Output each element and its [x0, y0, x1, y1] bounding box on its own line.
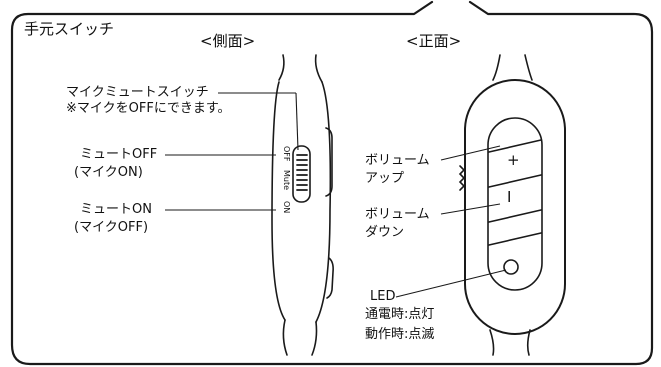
vol-up-label: ボリューム [365, 153, 430, 168]
mute-switch-label: マイクミュートスイッチ [66, 85, 209, 100]
leader-mute-switch-drop [295, 92, 299, 151]
side-cable-top [278, 54, 323, 83]
mute-off-sublabel: (マイクON) [74, 165, 143, 180]
minus-mark: I [507, 188, 512, 206]
side-view-device [271, 54, 334, 356]
divider-1 [488, 139, 542, 153]
divider-3 [488, 209, 542, 223]
divider-2 [488, 174, 542, 188]
side-body-outline [271, 81, 332, 323]
front-body [464, 79, 566, 335]
side-ridges [458, 165, 466, 191]
mute-on-sublabel: (マイクOFF) [74, 220, 149, 235]
vol-up-sublabel: アップ [365, 171, 405, 186]
side-leader-lines [165, 92, 299, 211]
leader-vol-up [440, 145, 501, 161]
mute-switch-note: ※マイクをOFFにできます。 [66, 101, 231, 116]
front-button-strip [487, 117, 543, 291]
front-view-device [458, 54, 566, 356]
vol-down-sublabel: ダウン [365, 225, 405, 240]
front-leader-lines [395, 145, 507, 298]
mute-off-label: ミュートOFF [80, 147, 158, 162]
front-view-title: <正面> [406, 32, 462, 50]
led-call-label: 通電時:点灯 [365, 307, 435, 322]
side-bump-lower [326, 257, 334, 299]
mute-switch-slot [292, 145, 311, 203]
mute-switch-knob [296, 154, 308, 191]
switch-mark-off: OFF [282, 146, 291, 162]
side-view-title: <側面> [200, 32, 256, 50]
led-label: LED [370, 289, 396, 304]
switch-mark-on: ON [282, 201, 291, 214]
leader-vol-down [440, 203, 501, 215]
divider-4 [488, 232, 542, 246]
led-indicator [503, 259, 519, 275]
front-cable-top [492, 54, 533, 81]
side-bump [325, 127, 333, 197]
switch-mark-mute: Mute [282, 170, 291, 191]
mute-on-label: ミュートON [80, 202, 152, 217]
side-cable-bottom [282, 319, 318, 356]
plus-mark: + [507, 151, 520, 169]
vol-down-label: ボリューム [365, 207, 430, 222]
led-active-label: 動作時:点滅 [365, 327, 435, 342]
panel-frame [10, 0, 654, 366]
leader-led [395, 269, 507, 298]
panel-title: 手元スイッチ [24, 20, 115, 38]
